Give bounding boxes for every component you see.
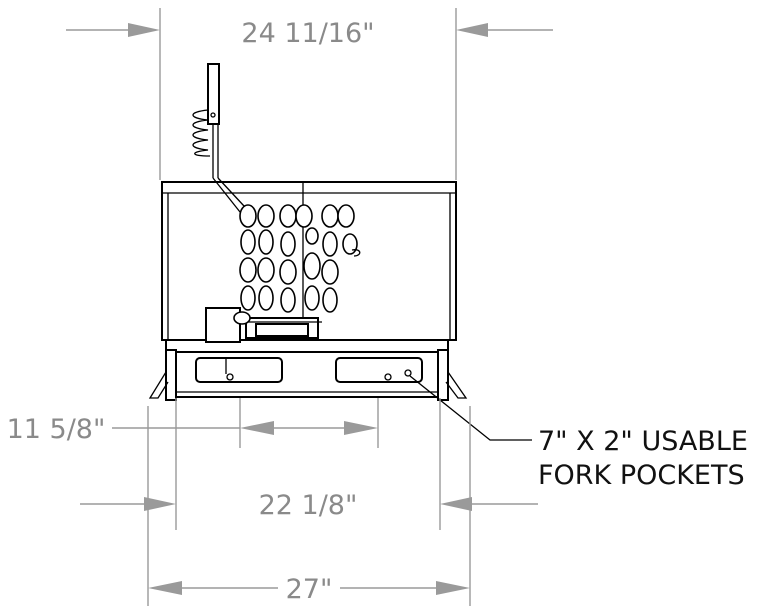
fork-pocket-callout: 7" X 2" USABLE FORK POCKETS	[409, 375, 748, 491]
chain-center	[279, 204, 321, 313]
fork-pocket-left	[195, 357, 283, 383]
fork-pocket-right	[335, 357, 423, 383]
callout-line-2: FORK POCKETS	[538, 460, 745, 491]
dimension-label-pocket-spacing: 11 5/8"	[7, 414, 106, 445]
callout-line-1: 7" X 2" USABLE	[538, 426, 748, 457]
box-unit	[148, 63, 468, 401]
dimension-label-inner-width: 22 1/8"	[259, 490, 358, 521]
dimension-label-overall-width: 27"	[286, 574, 333, 605]
dimension-overall-width: 27"	[147, 406, 471, 606]
chain-right	[321, 204, 361, 313]
chain-left	[233, 204, 275, 325]
dimension-pocket-spacing: 11 5/8"	[7, 398, 379, 448]
spring-icon	[192, 109, 216, 157]
dimension-label-top-width: 24 11/16"	[241, 18, 374, 49]
dimension-inner-width: 22 1/8"	[80, 398, 538, 530]
dimension-top-width: 24 11/16"	[66, 8, 553, 180]
